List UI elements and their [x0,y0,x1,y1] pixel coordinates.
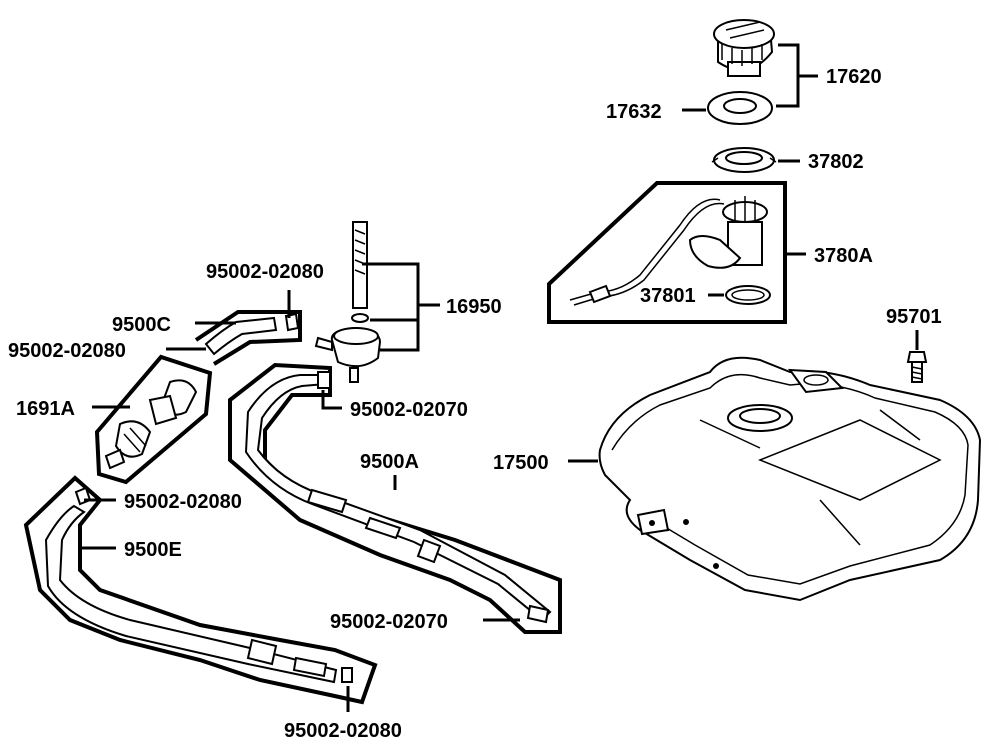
fuel-filter-1691A [104,379,198,470]
cap-gasket [707,91,773,125]
label-95701: 95701 [886,306,942,328]
hose-9500A-outline [228,362,562,634]
label-17500: 17500 [493,452,549,474]
label-16950: 16950 [446,296,502,318]
label-37802: 37802 [808,151,864,173]
label-95002-02080-mid: 95002-02080 [124,491,242,513]
fuel-cap [713,19,775,77]
label-95002-02080-left: 95002-02080 [8,340,126,362]
label-37801: 37801 [640,285,696,307]
label-95002-02080-top: 95002-02080 [206,261,324,283]
hose-9500E-outline [23,475,378,705]
fuel-tank [598,356,982,602]
label-95002-02070-top: 95002-02070 [350,399,468,421]
fuel-filter-outline [94,354,213,485]
o-ring-37801 [725,285,771,305]
label-1691A: 1691A [16,398,75,420]
bolt-95701 [906,351,928,383]
lock-ring [711,147,777,173]
fuel-pump-assembly [569,196,768,306]
label-95002-02070-bot: 95002-02070 [330,611,448,633]
label-9500C: 9500C [112,314,171,336]
label-17620: 17620 [826,66,882,88]
bracket-17620 [776,43,818,108]
hose-9500E [44,486,353,684]
hose-9500A [244,371,552,624]
fuel-cock-16950 [314,221,382,383]
bracket-16950 [362,262,440,352]
label-9500E: 9500E [124,539,182,561]
hose-9500C [204,312,300,356]
label-9500A: 9500A [360,451,419,473]
label-3780A: 3780A [814,245,873,267]
hose-9500C-outline [194,310,302,366]
label-95002-02080-bot: 95002-02080 [284,720,402,742]
label-17632: 17632 [606,101,662,123]
